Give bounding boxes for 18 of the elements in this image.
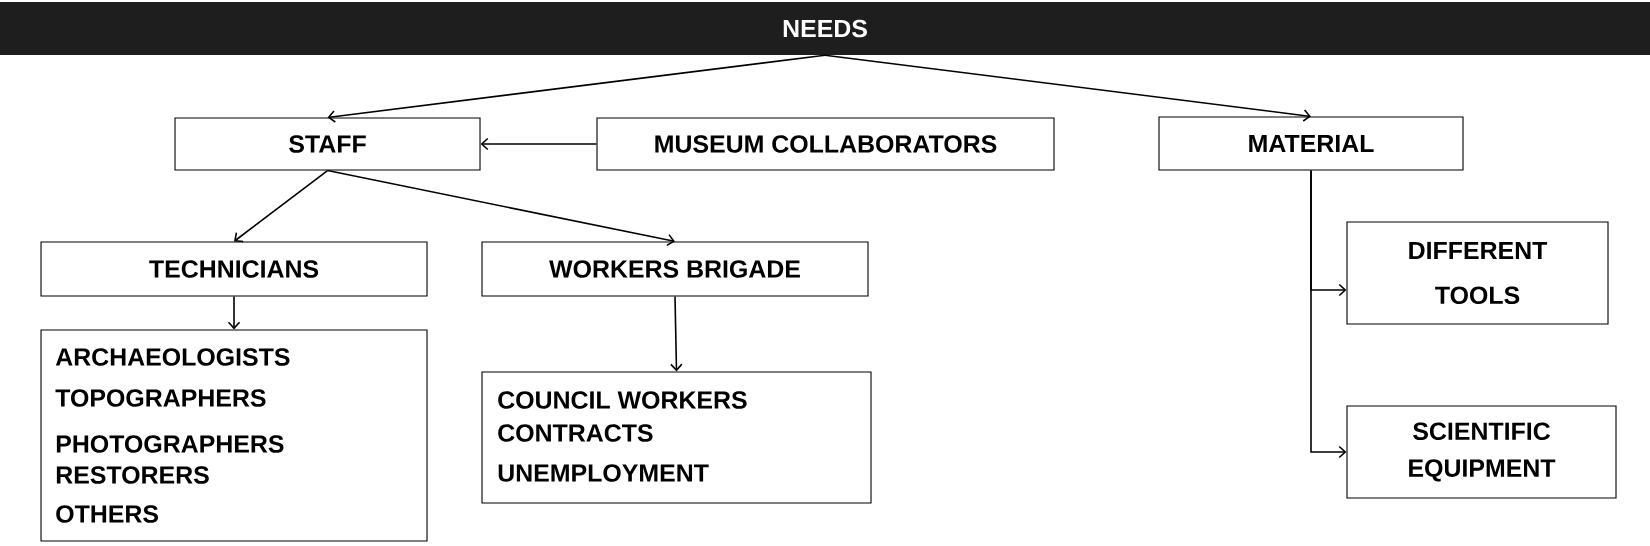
category-box: MUSEUM COLLABORATORS: [596, 117, 1055, 171]
list-box: ARCHAEOLOGISTS TOPOGRAPHERS PHOTOGRAPHERS RESTORERS OTHERS: [40, 329, 428, 542]
arrow: [824, 54, 1311, 122]
category-box: MATERIAL: [1158, 116, 1464, 171]
category-box: TECHNICIANS: [40, 241, 428, 297]
header-band: NEEDS: [0, 2, 1650, 55]
category-box: DIFFERENT TOOLS: [1346, 221, 1609, 325]
category-box: STAFF: [174, 117, 481, 171]
arrow: [480, 137, 598, 151]
arrow: [326, 169, 675, 247]
list-box: COUNCIL WORKERS CONTRACTS UNEMPLOYMENT: [481, 371, 872, 504]
elbow-arrow: [1310, 169, 1347, 459]
arrow: [227, 295, 241, 330]
arrow: [327, 54, 826, 123]
arrow: [670, 295, 683, 372]
arrow: [234, 169, 329, 243]
category-box: SCIENTIFIC EQUIPMENT: [1346, 405, 1617, 499]
category-box: WORKERS BRIGADE: [481, 241, 869, 297]
